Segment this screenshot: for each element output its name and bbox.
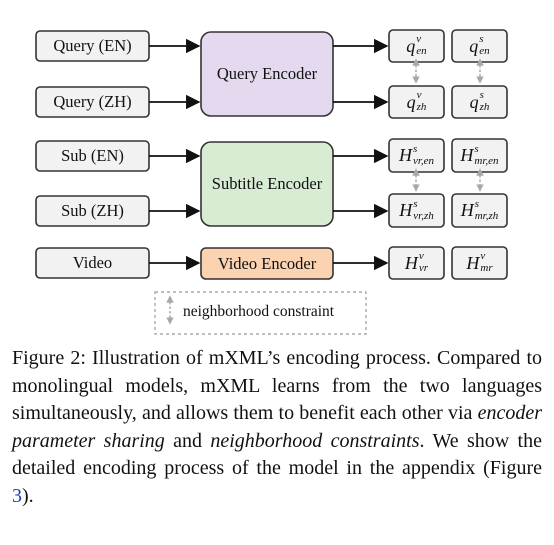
input-label-sub-zh: Sub (ZH)	[61, 201, 124, 220]
subtitle-encoder-label: Subtitle Encoder	[211, 174, 323, 193]
subtitle-encoder-box	[200, 141, 334, 227]
caption-tail: . We show the detailed encoding process …	[12, 429, 542, 480]
caption-em-sharing: encoder parameter sharing	[12, 402, 542, 452]
query-encoder-box	[200, 31, 334, 117]
output-box-q-zh-s	[451, 85, 508, 119]
output-box-h-vr-zh	[388, 193, 445, 228]
input-label-query-en: Query (EN)	[53, 36, 132, 55]
output-box-h-vr-v	[388, 246, 445, 280]
caption-mid: and	[164, 429, 211, 452]
figure-caption: Figure 2: Illustration of mXML’s encodin…	[12, 345, 542, 510]
output-box-h-mr-v	[451, 246, 508, 280]
query-encoder-label: Query Encoder	[216, 64, 318, 83]
caption-figure-ref[interactable]: 3	[12, 484, 22, 507]
output-box-h-mr-zh	[451, 193, 508, 228]
encoding-diagram	[35, 29, 508, 335]
legend-label: neighborhood constraint	[183, 303, 335, 320]
input-label-video: Video	[72, 253, 113, 272]
caption-end: ).	[22, 484, 34, 507]
caption-lead: Figure 2: Illustration of mXML’s encodin…	[12, 347, 542, 424]
input-label-query-zh: Query (ZH)	[53, 92, 132, 111]
input-label-sub-en: Sub (EN)	[61, 146, 124, 165]
caption-em-constraints: neighborhood constraints	[210, 429, 420, 452]
video-encoder-label: Video Encoder	[217, 253, 317, 273]
output-box-q-zh-v	[388, 85, 445, 119]
